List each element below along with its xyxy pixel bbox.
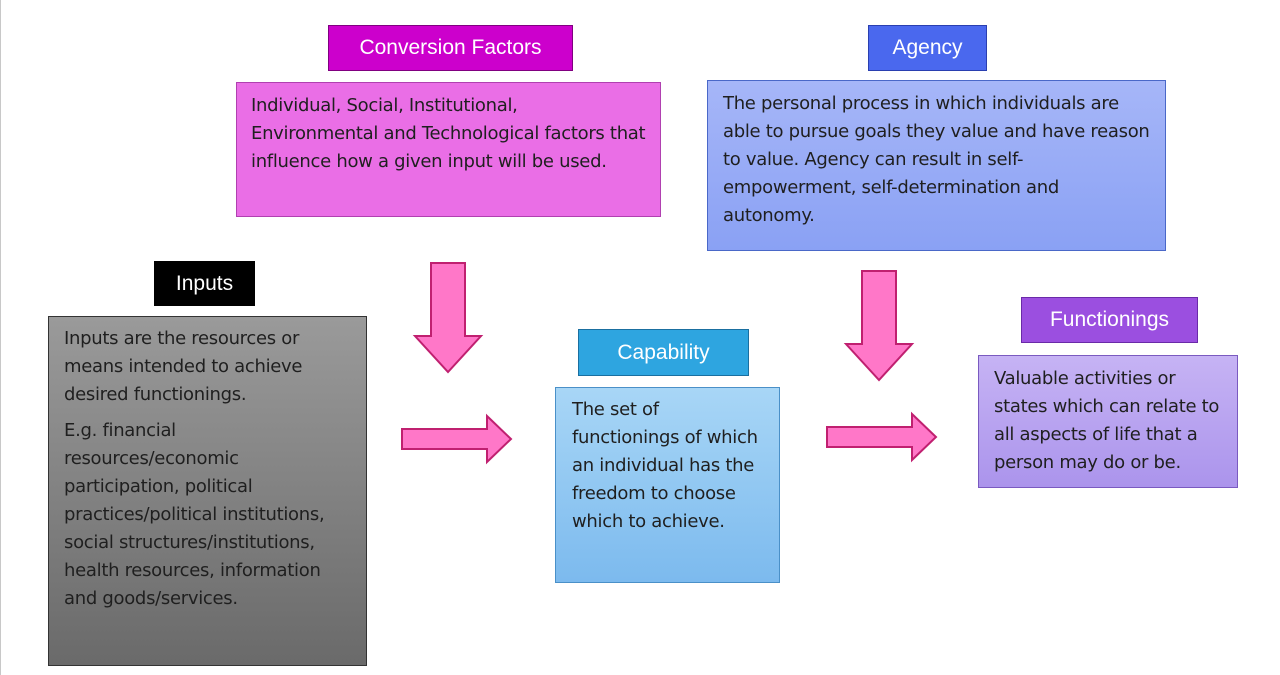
right-arrow-capability-to-functionings bbox=[826, 411, 938, 463]
capability-text: The set of functionings of which an indi… bbox=[572, 399, 758, 532]
down-arrow-conversion-factors bbox=[412, 262, 484, 374]
right-arrow-inputs-to-capability bbox=[401, 413, 513, 465]
conversion-factors-box: Individual, Social, Institutional, Envir… bbox=[236, 82, 661, 217]
functionings-label: Functionings bbox=[1021, 297, 1198, 343]
agency-label: Agency bbox=[868, 25, 987, 71]
agency-box: The personal process in which individual… bbox=[707, 80, 1166, 251]
conversion-factors-text: Individual, Social, Institutional, Envir… bbox=[251, 95, 646, 172]
capability-label: Capability bbox=[578, 329, 749, 376]
inputs-text-definition: Inputs are the resources or means intend… bbox=[64, 328, 303, 405]
left-border-line bbox=[0, 0, 1, 675]
agency-text: The personal process in which individual… bbox=[723, 93, 1150, 226]
conversion-factors-label: Conversion Factors bbox=[328, 25, 573, 71]
functionings-box: Valuable activities or states which can … bbox=[978, 355, 1238, 488]
inputs-text-examples: E.g. financial resources/economic partic… bbox=[64, 420, 325, 609]
inputs-label: Inputs bbox=[154, 261, 255, 306]
functionings-text: Valuable activities or states which can … bbox=[994, 368, 1220, 473]
inputs-box: Inputs are the resources or means intend… bbox=[48, 316, 367, 666]
down-arrow-agency bbox=[843, 270, 915, 382]
capability-box: The set of functionings of which an indi… bbox=[555, 387, 780, 583]
